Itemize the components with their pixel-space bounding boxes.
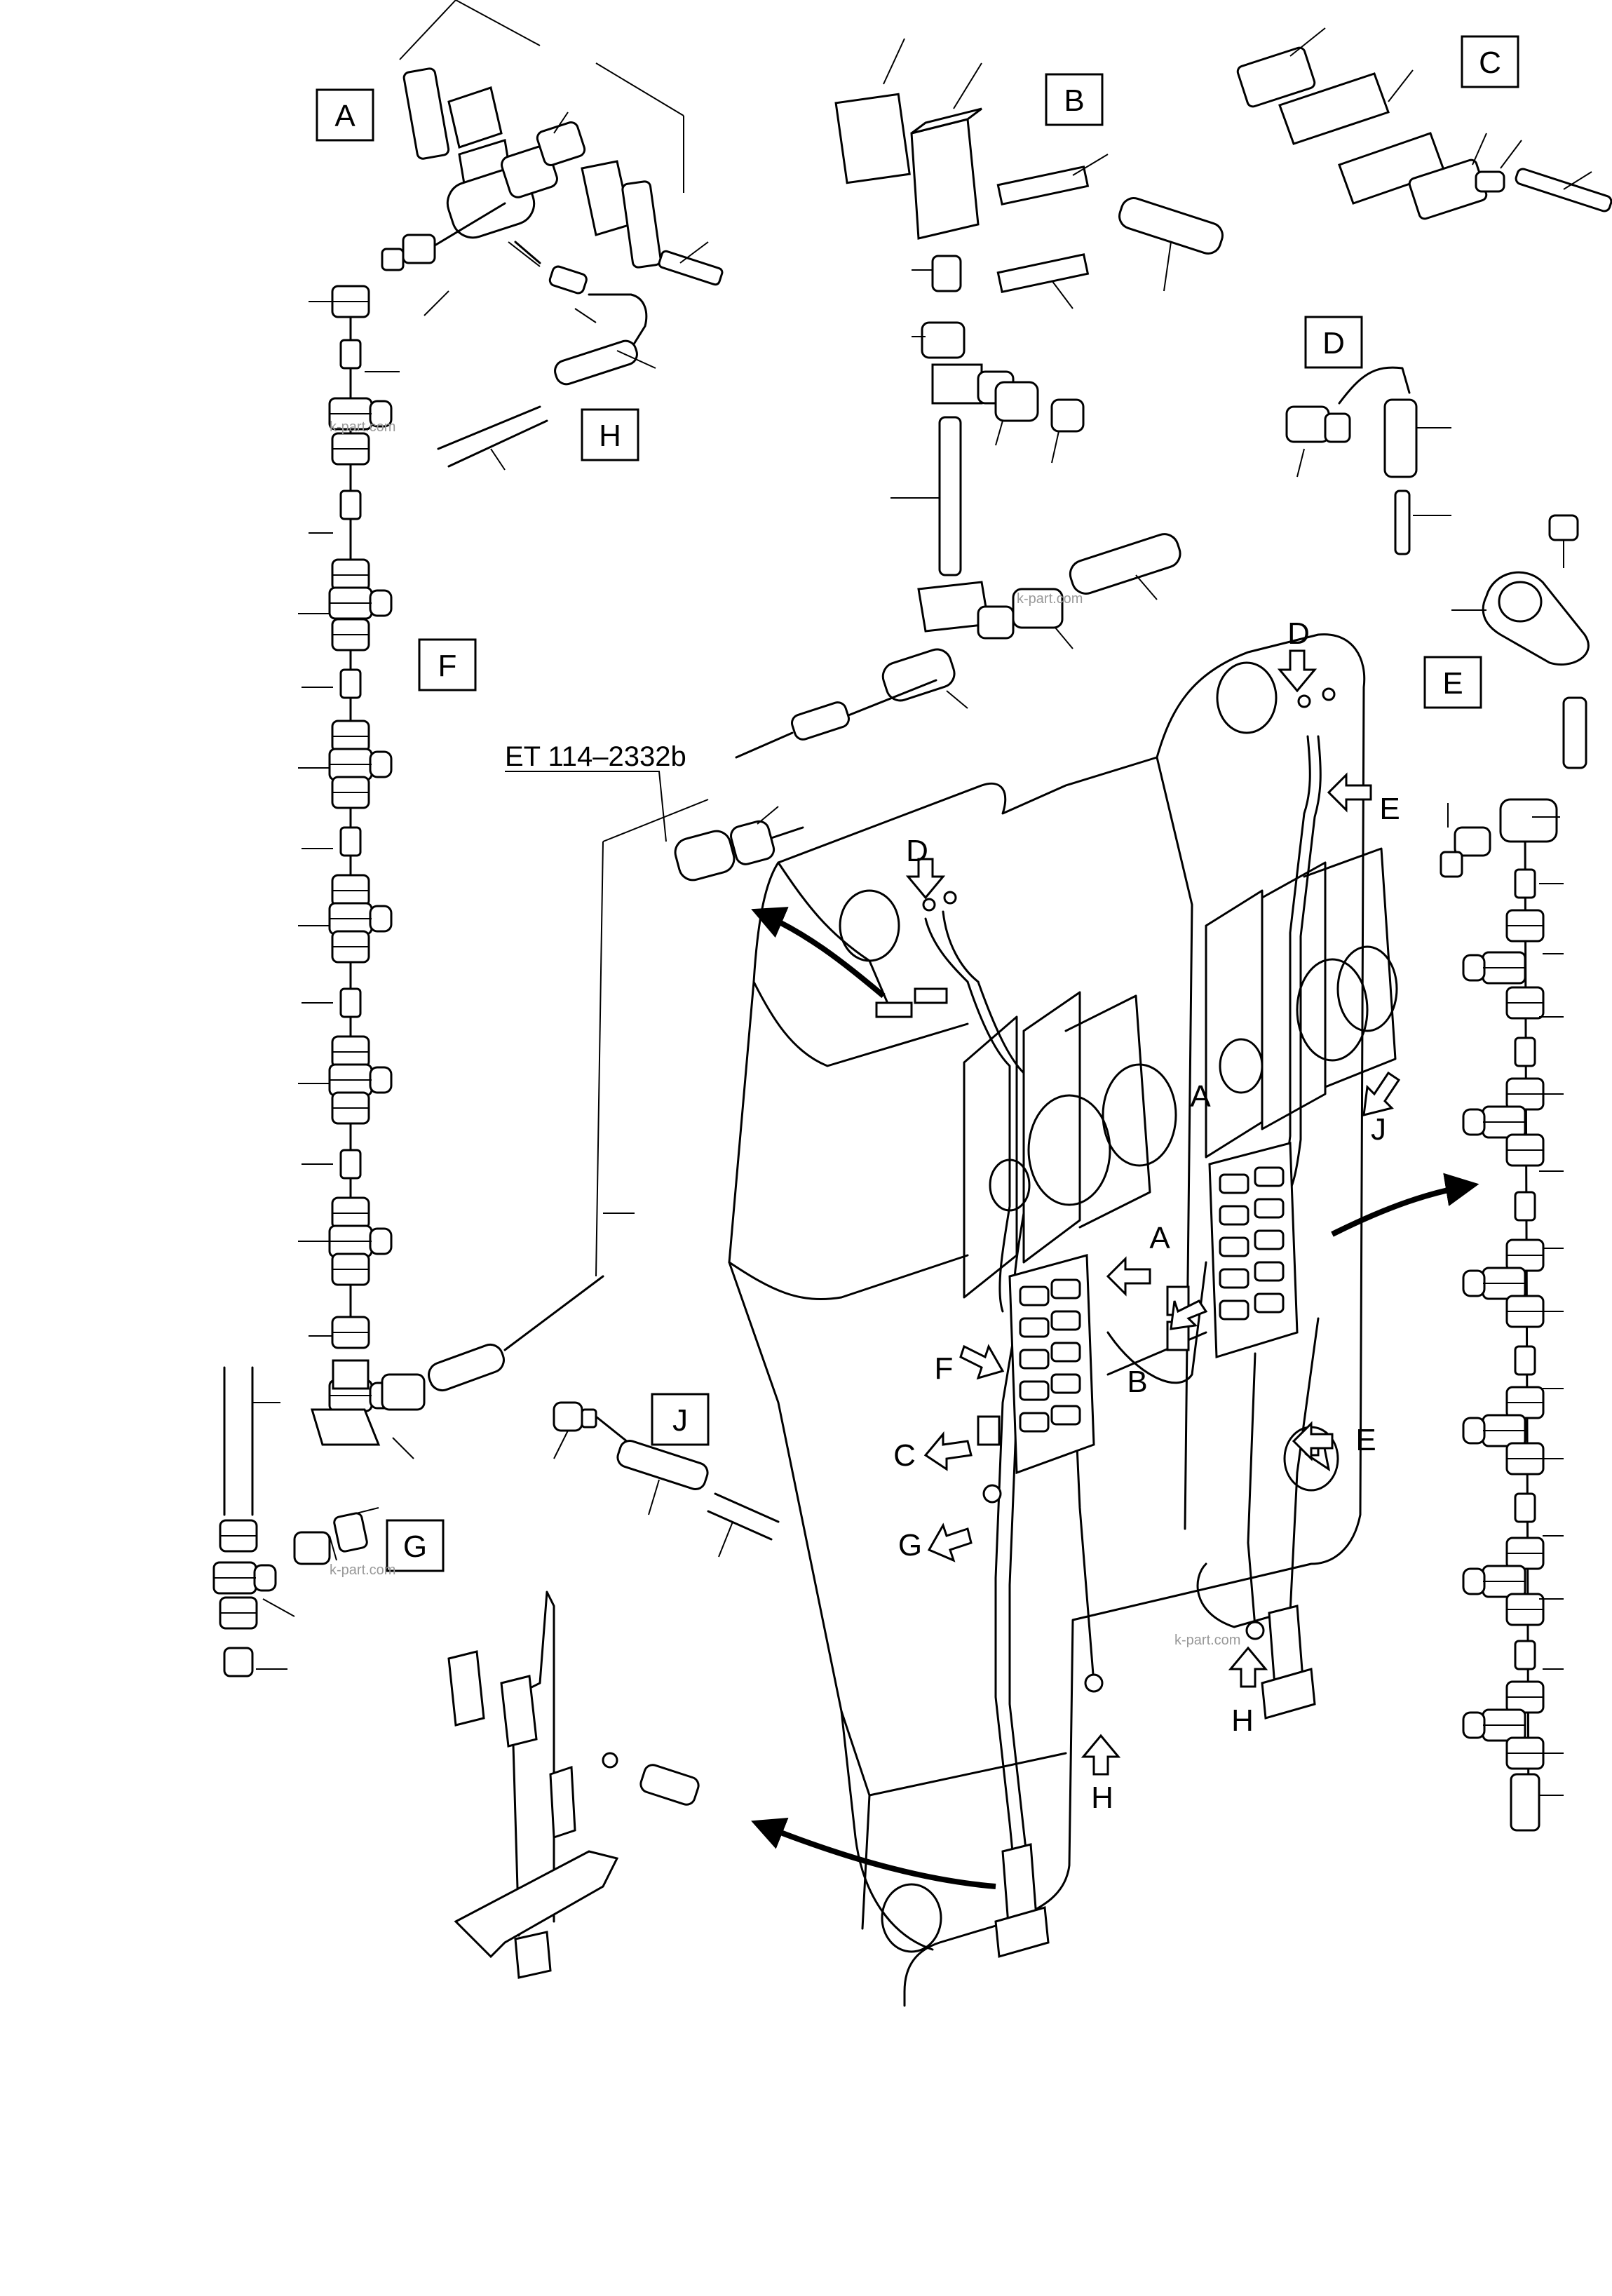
detail-box-j-label: J xyxy=(672,1403,688,1438)
left-manifold xyxy=(1008,1254,1095,1475)
watermark: k-part.com xyxy=(1174,1633,1240,1648)
detail-box-j: J xyxy=(651,1393,710,1446)
detail-box-d-label: D xyxy=(1322,326,1345,360)
callout-a-center: A xyxy=(1149,1221,1170,1255)
detail-c-assembly xyxy=(1236,27,1612,220)
right-manifold xyxy=(1208,1142,1299,1359)
detail-box-a: A xyxy=(316,88,374,142)
detail-e-assembly xyxy=(1451,514,1590,769)
detail-box-f-label: F xyxy=(438,649,457,683)
detail-box-f: F xyxy=(418,638,477,691)
detail-box-h-label: H xyxy=(599,419,621,453)
detail-box-h: H xyxy=(581,408,639,461)
detail-box-c: C xyxy=(1461,35,1519,88)
callout-a-right: A xyxy=(1190,1079,1211,1114)
detail-box-b: B xyxy=(1045,73,1104,126)
drawing-code: ET 114–2332b xyxy=(505,741,686,772)
et-code-fitting xyxy=(505,771,804,882)
boom-lower-brackets xyxy=(994,1605,1316,1958)
callout-arrows xyxy=(905,649,1401,1776)
detail-j-assembly xyxy=(553,1401,780,1558)
watermark: k-part.com xyxy=(330,419,395,435)
callout-d-right: D xyxy=(1287,616,1310,651)
detail-g-assembly xyxy=(212,1366,379,1677)
callout-h-left: H xyxy=(1091,1781,1113,1815)
right-fitting-stack xyxy=(1440,798,1564,1832)
callout-g: G xyxy=(898,1528,922,1562)
boom-small-fittings xyxy=(875,687,1336,1693)
detail-box-a-label: A xyxy=(334,99,355,133)
direction-arrows xyxy=(751,907,1479,1889)
callout-e-upper: E xyxy=(1379,792,1400,826)
detail-b-assembly xyxy=(735,38,1224,759)
detail-box-g-label: G xyxy=(403,1529,427,1564)
callout-j: J xyxy=(1371,1112,1386,1147)
detail-box-c-label: C xyxy=(1479,46,1501,80)
detail-box-b-label: B xyxy=(1064,83,1084,118)
watermark: k-part.com xyxy=(1017,591,1083,607)
callout-d-left: D xyxy=(906,834,928,868)
callout-f: F xyxy=(935,1351,954,1386)
callout-c: C xyxy=(893,1438,916,1473)
callout-letters: D D E E J A A F B C G H H xyxy=(893,616,1400,1815)
callout-b: B xyxy=(1127,1365,1147,1399)
watermark: k-part.com xyxy=(330,1562,395,1578)
callout-e-lower: E xyxy=(1355,1423,1376,1457)
detail-box-g: G xyxy=(386,1519,445,1572)
callout-h-right: H xyxy=(1231,1703,1254,1738)
detail-d-assembly xyxy=(1285,366,1451,555)
detail-box-d: D xyxy=(1304,316,1363,369)
detail-a-assembly xyxy=(381,0,724,471)
detail-box-e: E xyxy=(1423,656,1482,709)
detail-box-e-label: E xyxy=(1442,666,1463,701)
left-fitting-stack xyxy=(298,285,709,1459)
lower-bracket-detail xyxy=(447,1591,700,1979)
